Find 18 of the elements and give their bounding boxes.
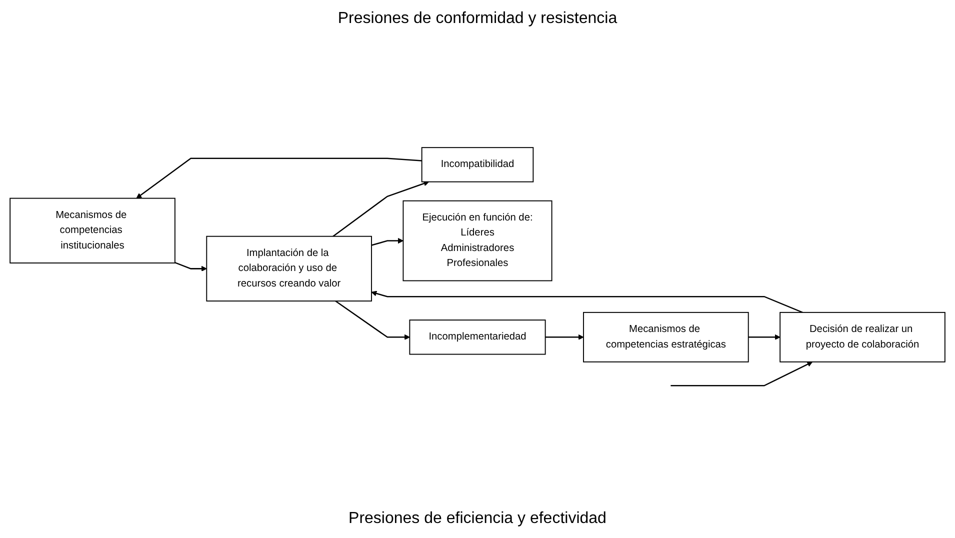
pressure-note: Presiones de conformidad y resistencia [338, 10, 618, 28]
node-box: Incomplementariedad [409, 320, 546, 355]
arrow [136, 158, 422, 199]
arrow [748, 334, 780, 340]
node-box: Mecanismos de competencias institucionales [10, 198, 176, 264]
arrow [371, 238, 404, 246]
pressure-note: Presiones de eficiencia y efectividad [348, 510, 606, 528]
node-box: Implantación de la colaboración y uso de recursos creando valor [206, 236, 372, 302]
arrow [670, 362, 813, 386]
arrow [174, 262, 207, 272]
arrow [545, 334, 584, 340]
node-box: Decisión de realizar un proyecto de colaboración [780, 312, 946, 362]
arrow [332, 180, 430, 237]
arrow [371, 290, 803, 314]
node-box: Mecanismos de competencias estratégicas [583, 312, 749, 362]
arrow [335, 300, 410, 340]
node-box: Ejecución en función de: Líderes Administradores Profesionales [402, 200, 552, 282]
node-box: Incompatibilidad [421, 147, 534, 182]
